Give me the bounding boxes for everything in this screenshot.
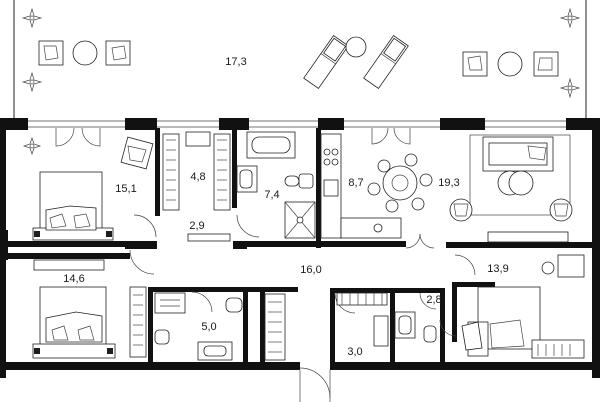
- bedroom-3-bed: [461, 286, 541, 357]
- bathroom-2-fixtures: [154, 292, 243, 361]
- kitchen-counter: [320, 133, 402, 239]
- linen-shelf: [264, 293, 286, 361]
- bedroom-2-dresser: [33, 259, 147, 358]
- terrace-seating-right: [462, 51, 559, 77]
- laundry-area-label: 3,0: [347, 346, 362, 358]
- bedroom-3-area-label: 13,9: [487, 263, 508, 275]
- living-room-area-label: 19,3: [438, 177, 459, 189]
- bathroom-1-shower: [284, 201, 316, 239]
- bathroom-1-bathtub: [246, 131, 296, 159]
- living-room-rug: [469, 134, 571, 216]
- wardrobe-shelving: [162, 131, 231, 211]
- terrace-outline: [13, 0, 587, 118]
- hall-small-area-label: 2,9: [189, 220, 204, 232]
- interior-doors: [129, 214, 476, 337]
- bedroom-1-area-label: 15,1: [115, 183, 136, 195]
- windows: [28, 120, 566, 128]
- terrace-seating-left: [38, 40, 131, 66]
- hall-cabinet: [187, 233, 231, 242]
- bedroom-1-bed: [32, 171, 114, 241]
- entrance: [299, 367, 331, 402]
- terrace-area-label: 17,3: [225, 56, 246, 68]
- bathroom-1-area-label: 7,4: [264, 189, 279, 201]
- dining-table: [367, 153, 433, 213]
- wc-area-label: 2,8: [426, 294, 441, 306]
- laundry-fixtures: [336, 292, 437, 347]
- kitchen-area-label: 8,7: [348, 177, 363, 189]
- tv-console: [487, 231, 569, 243]
- wardrobe-area-label: 4,8: [190, 171, 205, 183]
- bedroom-2-area-label: 14,6: [63, 273, 84, 285]
- bathroom-1-toilet: [284, 173, 314, 189]
- terrace-sunloungers: [303, 34, 409, 90]
- living-room-sofa: [482, 136, 554, 172]
- bedroom-2-bed: [32, 286, 116, 359]
- bathroom-2-area-label: 5,0: [201, 321, 216, 333]
- plant-icon: [21, 7, 581, 156]
- bathroom-1-sink: [236, 165, 258, 193]
- bedroom-1-armchair: [120, 136, 154, 170]
- bedroom-3-desk: [531, 254, 585, 359]
- corridor-area-label: 16,0: [300, 264, 321, 276]
- living-room-armchairs: [449, 198, 573, 222]
- balcony-doors: [55, 127, 411, 147]
